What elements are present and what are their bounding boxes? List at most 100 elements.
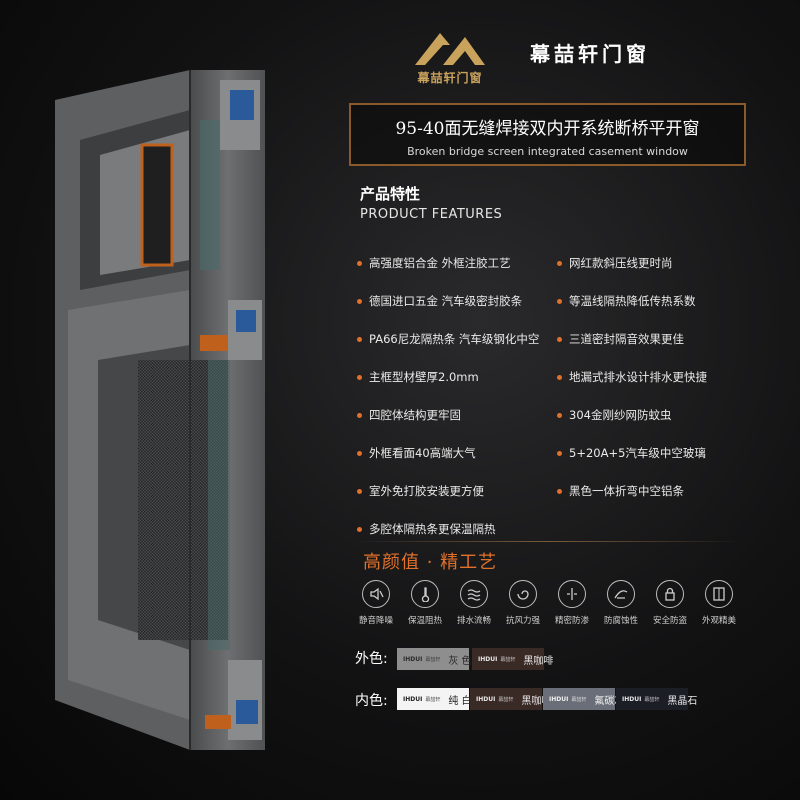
benefit-item: 安全防盗 (646, 580, 694, 626)
feature-item-right-4: 304金刚纱网防蚊虫 (557, 407, 671, 423)
swatch-color-name: 灰 色 (448, 655, 472, 667)
feature-item-left-0: 高强度铝合金 外框注胶工艺 (357, 255, 511, 271)
bullet-dot-icon (357, 488, 362, 494)
wind-icon (509, 580, 537, 608)
feature-text: 黑色一体折弯中空铝条 (569, 484, 684, 498)
benefit-item: 保温阻热 (401, 580, 449, 626)
feature-text: 室外免打胶安装更方便 (369, 484, 484, 498)
slogan: 高颜值 · 精工艺 (363, 552, 498, 573)
swatch-brand-logo: IHDUI (403, 655, 423, 663)
benefit-label: 保温阻热 (407, 616, 442, 626)
window-icon (705, 580, 733, 608)
benefit-item: 静音降噪 (352, 580, 400, 626)
feature-item-left-1: 德国进口五金 汽车级密封胶条 (357, 293, 522, 309)
feature-item-left-2: PA66尼龙隔热条 汽车级钢化中空 (357, 331, 539, 347)
swatch-brand-logo: IHDUI (549, 695, 569, 703)
benefit-label: 静音降噪 (358, 616, 393, 626)
product-title-en: Broken bridge screen integrated casement… (407, 145, 688, 158)
feature-text: PA66尼龙隔热条 汽车级钢化中空 (369, 332, 540, 346)
feature-text: 等温线隔热降低传热系数 (569, 294, 696, 308)
bullet-dot-icon (557, 298, 562, 304)
bullet-dot-icon (557, 260, 562, 266)
brand-logo: 幕喆轩门窗 (405, 25, 495, 85)
swatch-brand-tag: 幕喆轩 (644, 696, 660, 703)
benefit-item: 防腐蚀性 (597, 580, 645, 626)
bullet-dot-icon (557, 374, 562, 380)
feature-item-left-6: 室外免打胶安装更方便 (357, 483, 484, 499)
benefit-item: 外观精美 (695, 580, 743, 626)
feature-item-right-1: 等温线隔热降低传热系数 (557, 293, 696, 309)
feature-text: 主框型材壁厚2.0mm (369, 370, 479, 384)
feature-text: 5+20A+5汽车级中空玻璃 (569, 446, 706, 460)
feature-text: 地漏式排水设计排水更快捷 (569, 370, 707, 384)
benefit-icon-row: 静音降噪 保温阻热 排水流畅 抗风力强 精密防渗 防腐蚀性 安全防盗 外观精美 (352, 580, 752, 630)
feature-text: 高强度铝合金 外框注胶工艺 (369, 256, 511, 270)
benefit-label: 抗风力强 (505, 616, 540, 626)
benefit-label: 安全防盗 (652, 616, 687, 626)
bullet-dot-icon (357, 526, 362, 532)
benefit-label: 排水流畅 (456, 616, 491, 626)
feature-item-left-3: 主框型材壁厚2.0mm (357, 369, 479, 385)
benefit-item: 排水流畅 (450, 580, 498, 626)
benefit-item: 抗风力强 (499, 580, 547, 626)
product-title-zh: 95-40面无缝焊接双内开系统断桥平开窗 (395, 119, 700, 139)
bullet-dot-icon (357, 374, 362, 380)
swatch-brand-logo: IHDUI (622, 695, 642, 703)
swatch-brand-logo: IHDUI (476, 695, 496, 703)
swatch-brand-tag: 幕喆轩 (425, 696, 441, 703)
feature-text: 四腔体结构更牢固 (369, 408, 461, 422)
feature-text: 多腔体隔热条更保温隔热 (369, 522, 496, 536)
thermometer-icon (411, 580, 439, 608)
swatch-brand-tag: 幕喆轩 (500, 656, 516, 663)
features-heading-en: PRODUCT FEATURES (360, 207, 503, 222)
company-name: 幕喆轩门窗 (530, 42, 650, 66)
swatch-color-name: 黑咖啡 (523, 655, 554, 667)
feature-text: 外框看面40高端大气 (369, 446, 476, 460)
swatch-brand-logo: IHDUI (403, 695, 423, 703)
anticorrosion-icon (607, 580, 635, 608)
seal-icon (558, 580, 586, 608)
outer-color-label: 外色: (355, 651, 388, 667)
benefit-label: 防腐蚀性 (603, 616, 638, 626)
feature-item-left-5: 外框看面40高端大气 (357, 445, 476, 461)
swatch-brand-tag: 幕喆轩 (498, 696, 514, 703)
water-icon (460, 580, 488, 608)
mute-icon (362, 580, 390, 608)
feature-item-right-5: 5+20A+5汽车级中空玻璃 (557, 445, 706, 461)
feature-item-right-2: 三道密封隔音效果更佳 (557, 331, 684, 347)
swatch-brand-tag: 幕喆轩 (571, 696, 587, 703)
window-profile-illustration (55, 70, 265, 750)
feature-text: 网红款斜压线更时尚 (569, 256, 673, 270)
house-logo-icon (415, 33, 485, 65)
benefit-label: 精密防渗 (554, 616, 589, 626)
swatch-brand-logo: IHDUI (478, 655, 498, 663)
feature-item-right-6: 黑色一体折弯中空铝条 (557, 483, 684, 499)
inner-color-label: 内色: (355, 693, 388, 709)
swatch-brand-tag: 幕喆轩 (425, 656, 441, 663)
bullet-dot-icon (357, 450, 362, 456)
swatch-color-name: 黑咖啡 (521, 695, 552, 707)
section-divider (353, 541, 743, 542)
feature-item-right-0: 网红款斜压线更时尚 (557, 255, 673, 271)
swatch-color-name: 氟碳灰 (594, 695, 625, 707)
bullet-dot-icon (357, 260, 362, 266)
bullet-dot-icon (357, 412, 362, 418)
feature-text: 304金刚纱网防蚊虫 (569, 408, 672, 422)
swatch-color-name: 纯 白 (448, 695, 472, 707)
product-title-box: 95-40面无缝焊接双内开系统断桥平开窗 Broken bridge scree… (349, 103, 746, 166)
benefit-label: 外观精美 (701, 616, 736, 626)
bullet-dot-icon (357, 298, 362, 304)
feature-text: 德国进口五金 汽车级密封胶条 (369, 294, 523, 308)
bullet-dot-icon (557, 488, 562, 494)
feature-item-left-7: 多腔体隔热条更保温隔热 (357, 521, 496, 537)
brand-logo-text: 幕喆轩门窗 (417, 71, 483, 85)
benefit-item: 精密防渗 (548, 580, 596, 626)
lock-icon (656, 580, 684, 608)
feature-item-right-3: 地漏式排水设计排水更快捷 (557, 369, 707, 385)
